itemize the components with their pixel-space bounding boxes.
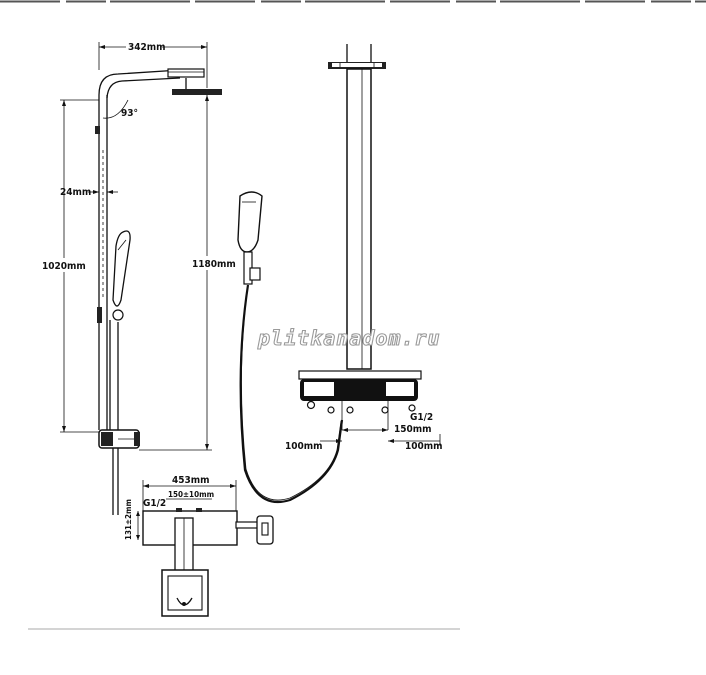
mixer-side <box>98 429 140 515</box>
dim-131-label: 131±2mm <box>124 499 133 540</box>
overhead-shower-head <box>167 68 222 95</box>
dim-100-right-label: 100mm <box>405 441 443 452</box>
dim-g12-front-label: G1/2 <box>410 412 433 423</box>
dimension-spacing-150: 150mm <box>342 424 432 435</box>
dim-342-label: 342mm <box>128 42 166 53</box>
dimension-width-342: 342mm <box>98 40 208 88</box>
dim-g12-bottom-label: G1/2 <box>143 498 166 509</box>
dim-1180-label: 1180mm <box>192 259 236 270</box>
dim-1020-label: 1020mm <box>42 261 86 272</box>
watermark: plitkanadom.ru <box>257 326 441 350</box>
dim-150-tol-label: 150±10mm <box>168 490 214 499</box>
dimension-pipe-24: 24mm <box>60 187 118 198</box>
mixer-front <box>298 370 422 430</box>
front-riser <box>346 44 372 370</box>
front-view: G1/2 150mm 100mm 100mm <box>237 44 443 504</box>
dimension-offset-left: 100mm <box>285 439 342 452</box>
bottom-mixer-view: 453mm G1/2 150±10mm 131±2mm <box>124 474 274 617</box>
dimension-offset-right: 100mm <box>388 434 443 452</box>
mixer-handle <box>235 515 274 545</box>
dim-150-label: 150mm <box>394 424 432 435</box>
front-shower-head <box>328 62 386 69</box>
riser-pipe <box>98 69 181 430</box>
side-view: 342mm 93° 24mm 1020mm <box>40 40 236 515</box>
dim-100-left-label: 100mm <box>285 441 323 452</box>
hand-shower-side <box>97 230 131 323</box>
dimension-height-1180: 1180mm <box>139 95 236 451</box>
dimension-spacing-tolerance: 150±10mm <box>166 490 214 500</box>
wall-plate <box>161 569 209 617</box>
dim-453-label: 453mm <box>172 475 210 486</box>
dimension-angle-93: 93° <box>102 99 138 119</box>
dim-24-label: 24mm <box>60 187 91 198</box>
pipe-bracket <box>95 126 100 134</box>
shower-hose <box>239 284 344 504</box>
dim-angle-label: 93° <box>121 108 138 119</box>
dimension-wall-offset: 131±2mm <box>124 499 140 540</box>
dimension-height-1020: 1020mm <box>40 99 99 433</box>
hand-shower-front <box>237 191 344 504</box>
